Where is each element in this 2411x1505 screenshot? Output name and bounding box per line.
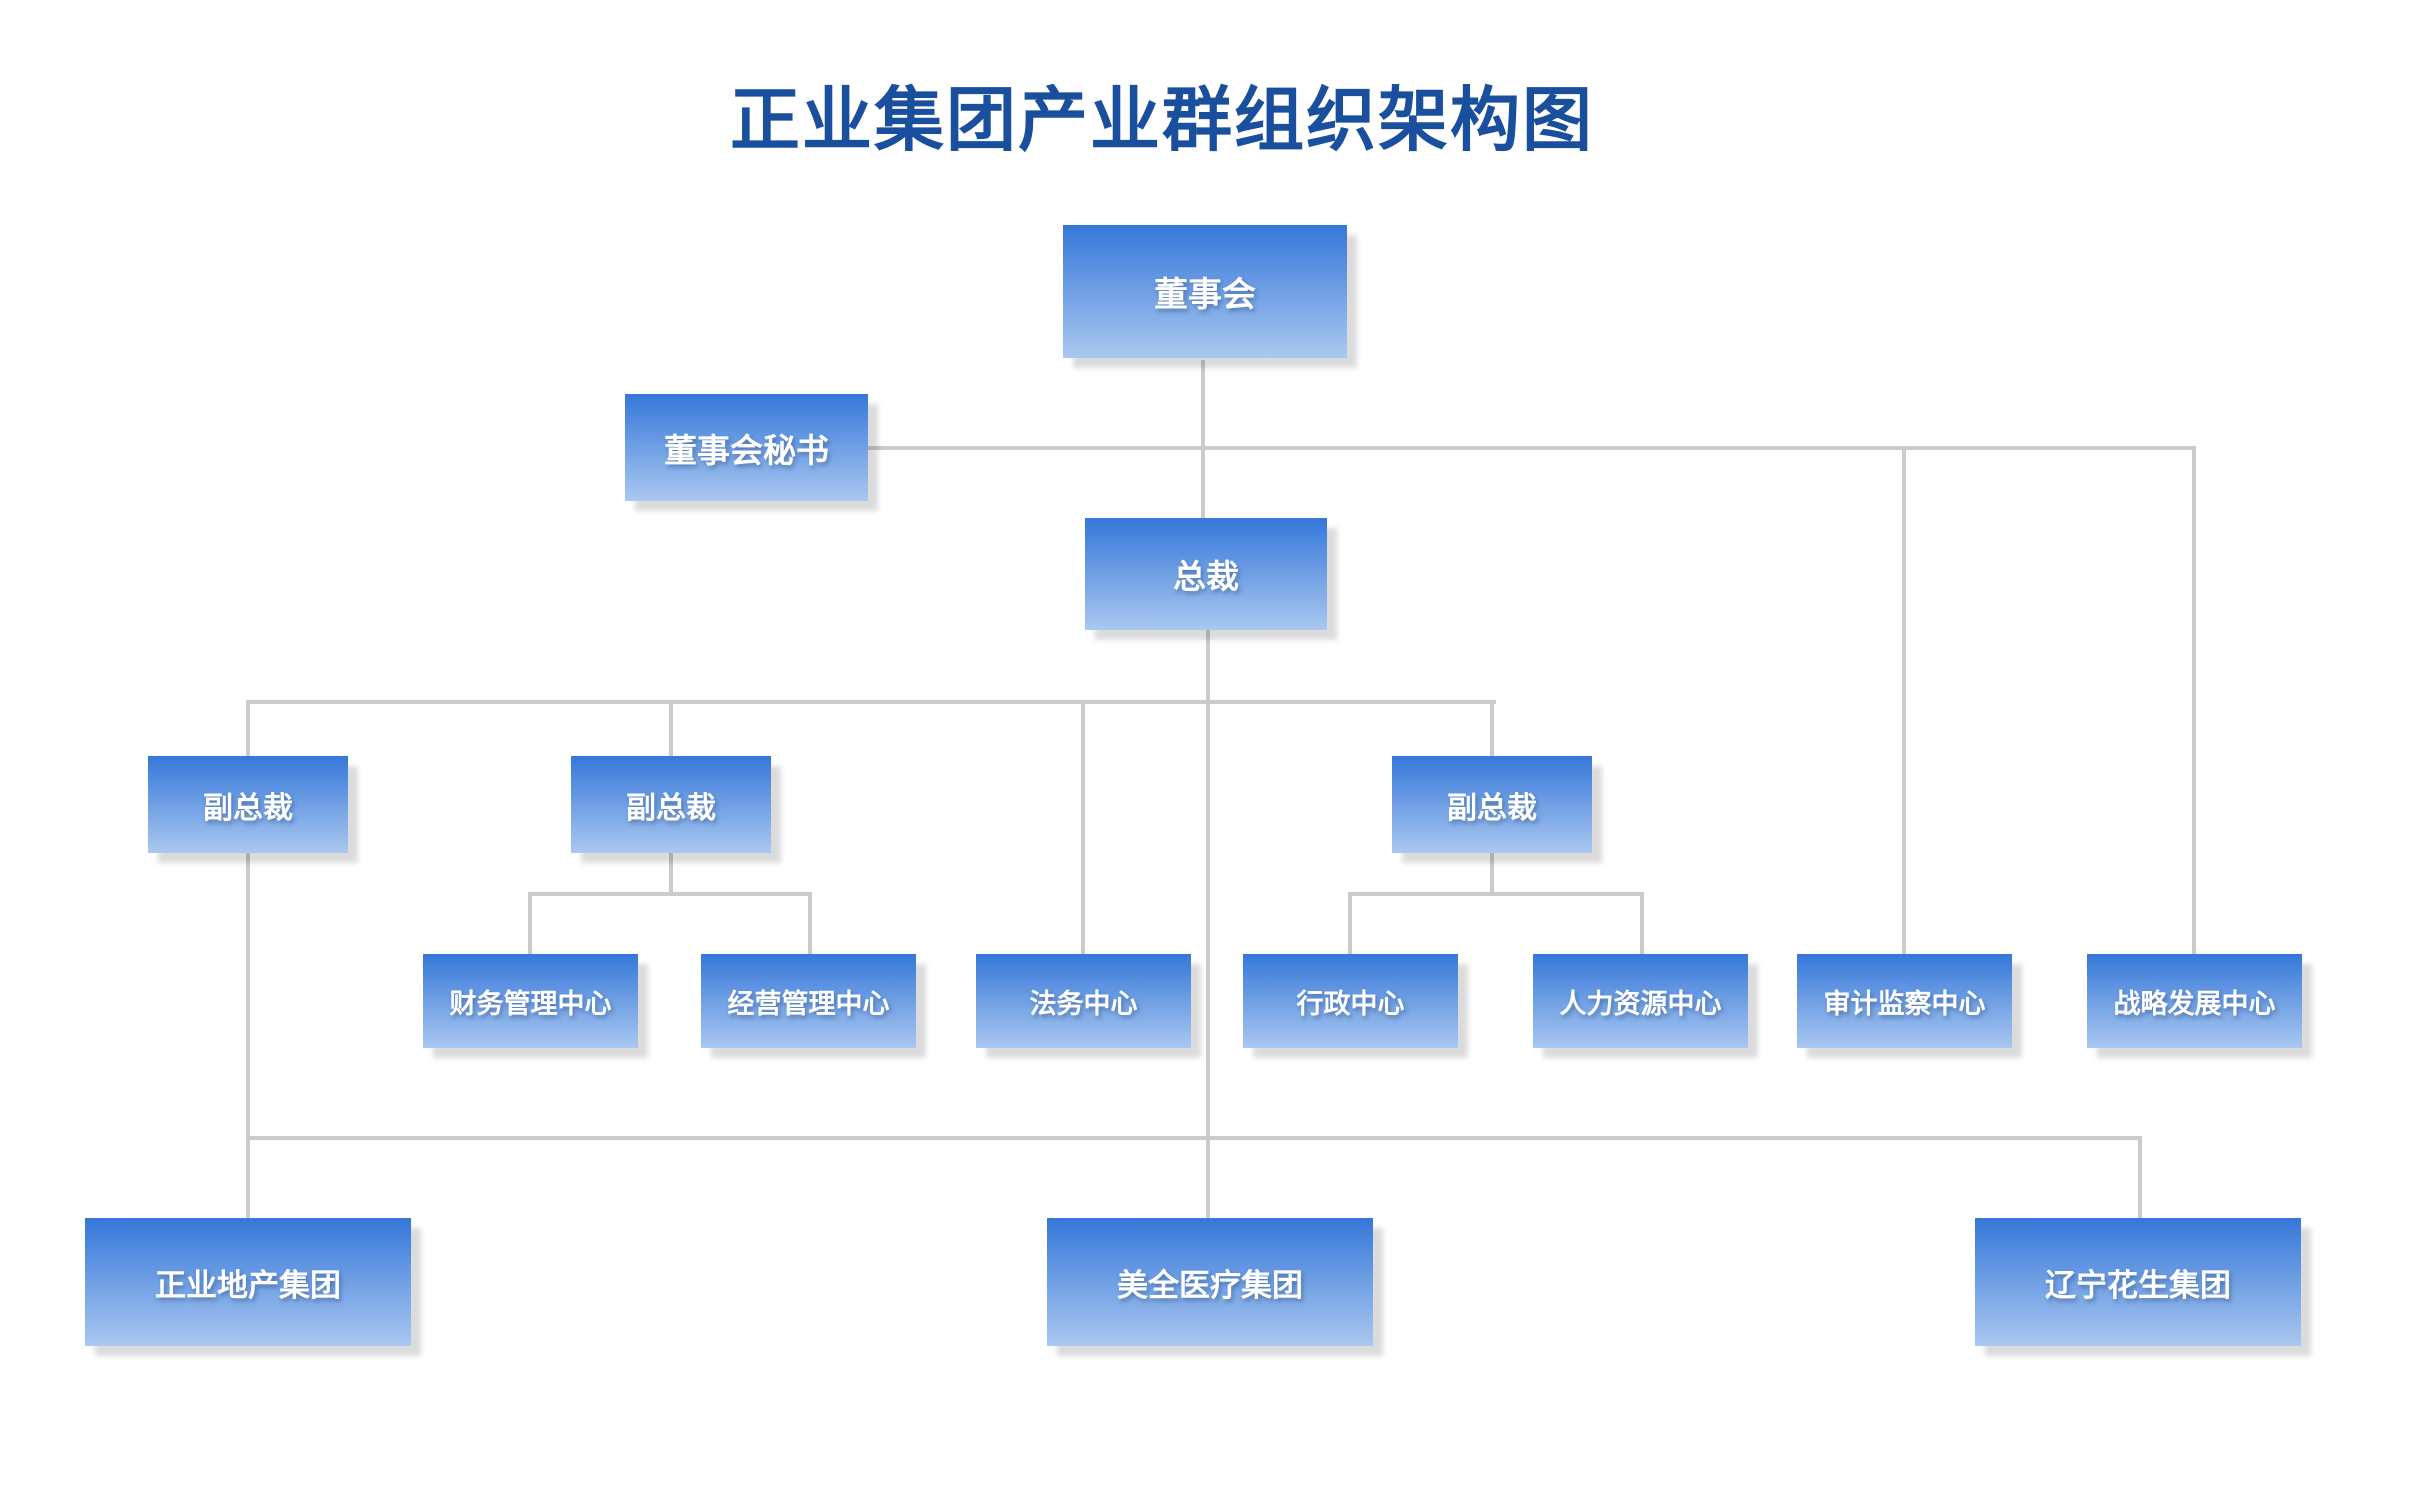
chart-title: 正业集团产业群组织架构图 (730, 81, 1594, 159)
node-admin-center: 行政中心 (1243, 954, 1458, 1048)
connector-vp3-down (1490, 853, 1494, 896)
connector-board-president (1201, 360, 1205, 518)
node-peanut-group: 辽宁花生集团 (1975, 1218, 2301, 1346)
connector-legal-drop (1081, 702, 1085, 954)
connector-vp2-down (669, 853, 673, 896)
node-vp3: 副总裁 (1392, 756, 1592, 853)
node-president: 总裁 (1085, 518, 1327, 630)
node-hr-center: 人力资源中心 (1533, 954, 1748, 1048)
node-audit-center: 审计监察中心 (1797, 954, 2012, 1048)
connector-secretary-branch (868, 446, 2196, 450)
connector-strategy-drop (2192, 446, 2196, 954)
connector-vp2-split (528, 892, 812, 896)
node-vp2: 副总裁 (571, 756, 771, 853)
connector-vp2-drop (669, 702, 673, 756)
connector-operation-drop (808, 894, 812, 954)
connector-audit-drop (1902, 448, 1906, 954)
node-realestate-group: 正业地产集团 (85, 1218, 411, 1346)
node-secretary: 董事会秘书 (625, 394, 868, 501)
node-medical-group: 美全医疗集团 (1047, 1218, 1373, 1346)
node-strategy-center: 战略发展中心 (2087, 954, 2302, 1048)
connector-group-distribution (246, 1136, 2142, 1140)
node-vp1: 副总裁 (148, 756, 348, 853)
node-finance-center: 财务管理中心 (423, 954, 638, 1048)
node-legal-center: 法务中心 (976, 954, 1191, 1048)
connector-vp3-drop (1490, 702, 1494, 756)
connector-peanut-drop (2138, 1138, 2142, 1218)
node-board: 董事会 (1063, 225, 1347, 358)
connector-vp-distribution (246, 700, 1496, 704)
connector-hr-drop (1640, 894, 1644, 954)
connector-president-trunk (1206, 630, 1210, 1218)
node-operation-center: 经营管理中心 (701, 954, 916, 1048)
connector-vp3-split (1348, 892, 1644, 896)
connector-vp1-drop (246, 702, 250, 756)
connector-admin-drop (1348, 894, 1352, 954)
connector-finance-drop (528, 894, 532, 954)
connector-vp1-down (246, 853, 250, 1218)
